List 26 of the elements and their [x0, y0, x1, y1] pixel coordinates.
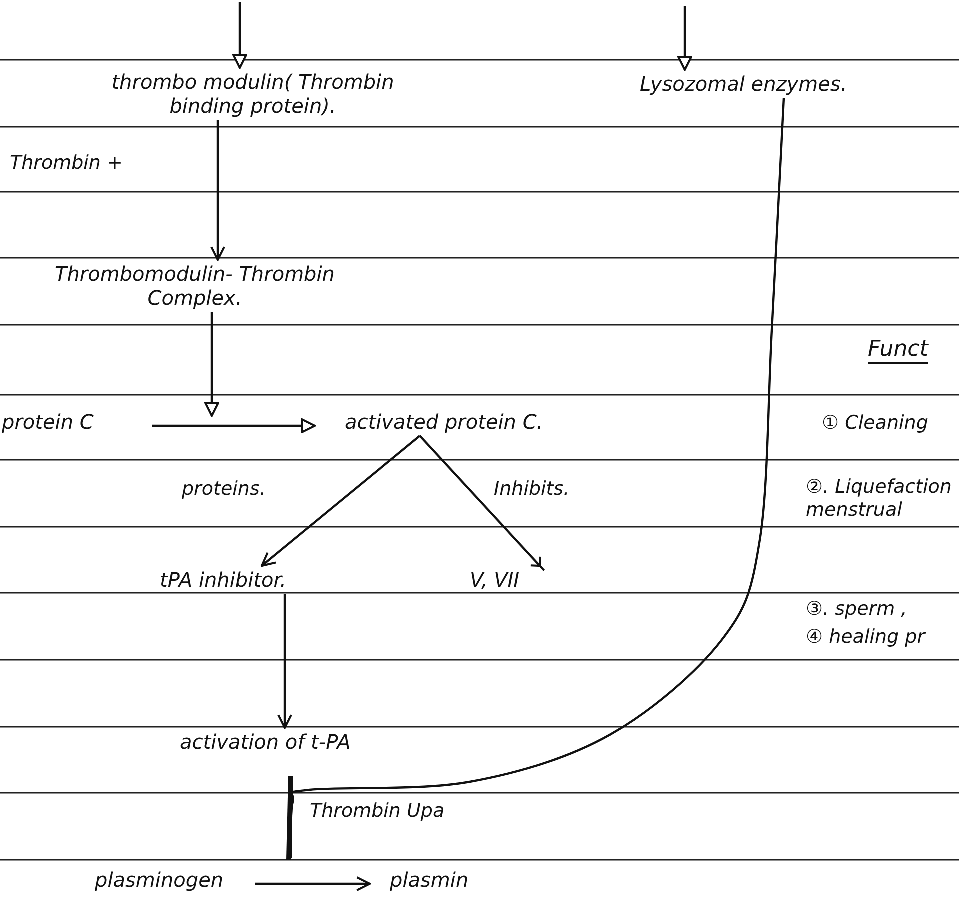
arrow: [210, 120, 226, 262]
handwritten-term: thrombo modulin( Thrombin binding protein).: [88, 70, 418, 118]
arrow: [278, 594, 292, 730]
note-text: Funct: [868, 338, 930, 361]
handwritten-term: protein C: [2, 410, 122, 434]
handwritten-term: activation of t-PA: [180, 730, 510, 754]
arrow: [678, 6, 692, 72]
arrow: [204, 312, 220, 418]
arrow: [232, 2, 248, 70]
arrow: [152, 418, 316, 434]
arrow: [260, 435, 421, 568]
arrow: [419, 435, 546, 572]
note-text: ②. Liquefaction menstrual: [806, 476, 953, 522]
handwritten-term: plasmin: [390, 868, 500, 892]
arrow: [255, 876, 372, 892]
note-text: ③. sperm ,: [806, 598, 908, 621]
note-text: ① Cleaning: [822, 412, 930, 435]
note-text: ④ healing pr: [806, 626, 927, 649]
handwritten-term: plasminogen: [95, 868, 235, 892]
handwritten-term: Thrombomodulin- Thrombin Complex.: [30, 262, 360, 310]
handwritten-term: activated protein C.: [345, 410, 560, 434]
handwritten-term: V, VII: [470, 568, 560, 592]
note-text: Thrombin Upa: [310, 800, 446, 823]
note-text: Thrombin +: [10, 152, 124, 175]
handwritten-term: tPA inhibitor.: [160, 568, 295, 592]
handwritten-term: Lysozomal enzymes.: [640, 72, 850, 96]
